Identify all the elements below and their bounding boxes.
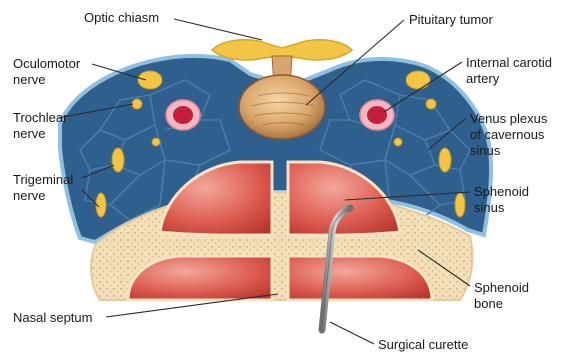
label-trigeminal-nerve: Trigeminal nerve: [13, 172, 73, 204]
label-nasal-septum: Nasal septum: [13, 310, 92, 326]
trigeminal-nerve-left-upper: [112, 148, 124, 172]
label-sphenoid-sinus: Sphenoid sinus: [474, 184, 529, 216]
label-oculomotor-nerve: Oculomotor nerve: [13, 56, 80, 88]
trigeminal-nerve-right-lower: [455, 193, 465, 217]
oculomotor-nerve-left: [138, 71, 162, 89]
trigeminal-nerve-right-upper: [439, 148, 451, 172]
label-venous-plexus: Venus plexus of cavernous sinus: [470, 111, 547, 159]
abducens-nerve-right: [394, 138, 402, 146]
abducens-nerve-left: [152, 138, 160, 146]
label-internal-carotid-artery: Internal carotid artery: [466, 55, 552, 87]
oculomotor-nerve-right: [406, 71, 430, 89]
trochlear-nerve-left: [132, 99, 142, 109]
label-surgical-curette: Surgical curette: [378, 337, 468, 353]
label-sphenoid-bone: Sphenoid bone: [474, 280, 529, 312]
internal-carotid-artery-left: [166, 100, 200, 130]
leader-surgical-curette: [330, 322, 374, 344]
label-optic-chiasm: Optic chiasm: [84, 10, 159, 26]
leader-optic-chiasm: [174, 19, 262, 40]
label-pituitary-tumor: Pituitary tumor: [409, 12, 493, 28]
trochlear-nerve-right: [426, 99, 436, 109]
pituitary-tumor: [239, 75, 325, 139]
internal-carotid-artery-right: [360, 100, 394, 130]
label-trochlear-nerve: Trochlear nerve: [13, 110, 67, 142]
